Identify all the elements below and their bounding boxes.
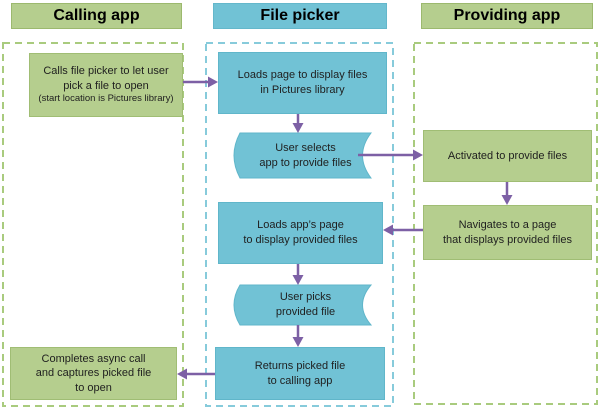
node-text-line: User selects: [275, 141, 336, 154]
node-text-line: pick a file to open: [63, 79, 149, 92]
column-header-file-picker: File picker: [213, 3, 387, 29]
node-text-line: that displays provided files: [442, 233, 572, 246]
node-text-line: Activated to provide files: [447, 149, 568, 162]
node-text-line: Loads app’s page: [257, 219, 344, 232]
column-header-providing-app: Providing app: [421, 3, 593, 29]
node-text-line: Loads page to display files: [237, 69, 368, 82]
node-text-line: Completes async call: [41, 352, 146, 365]
node-text-line: Returns picked file: [254, 359, 346, 372]
node-user-selects: User selects app to provide files: [240, 133, 371, 178]
node-loads-apps-page: Loads app’s page to display provided fil…: [218, 202, 383, 264]
column-header-calling-app: Calling app: [11, 3, 182, 29]
node-loads-page: Loads page to display files in Pictures …: [218, 52, 387, 114]
node-text-line: to calling app: [267, 374, 333, 387]
node-text-line: User picks: [279, 291, 332, 304]
node-text-line: in Pictures library: [260, 84, 345, 96]
node-text-line: (start location is Pictures library): [38, 93, 174, 105]
node-text-line: to open: [75, 381, 112, 394]
node-completes-async-call: Completes async call and captures picked…: [10, 347, 177, 400]
node-navigates: Navigates to a page that displays provid…: [423, 205, 592, 260]
node-text-line: Navigates to a page: [458, 218, 557, 231]
node-text-line: provided file: [275, 306, 336, 318]
node-text-line: and captures picked file: [35, 367, 152, 380]
node-text-line: to display provided files: [243, 234, 358, 246]
node-text-line: app to provide files: [259, 156, 352, 169]
node-activated: Activated to provide files: [423, 130, 592, 182]
node-text-line: Calls file picker to let user: [43, 65, 169, 78]
node-user-picks: User picks provided file: [240, 285, 371, 325]
node-calls-file-picker: Calls file picker to let user pick a fil…: [29, 53, 183, 117]
node-returns-picked-file: Returns picked file to calling app: [215, 347, 385, 400]
